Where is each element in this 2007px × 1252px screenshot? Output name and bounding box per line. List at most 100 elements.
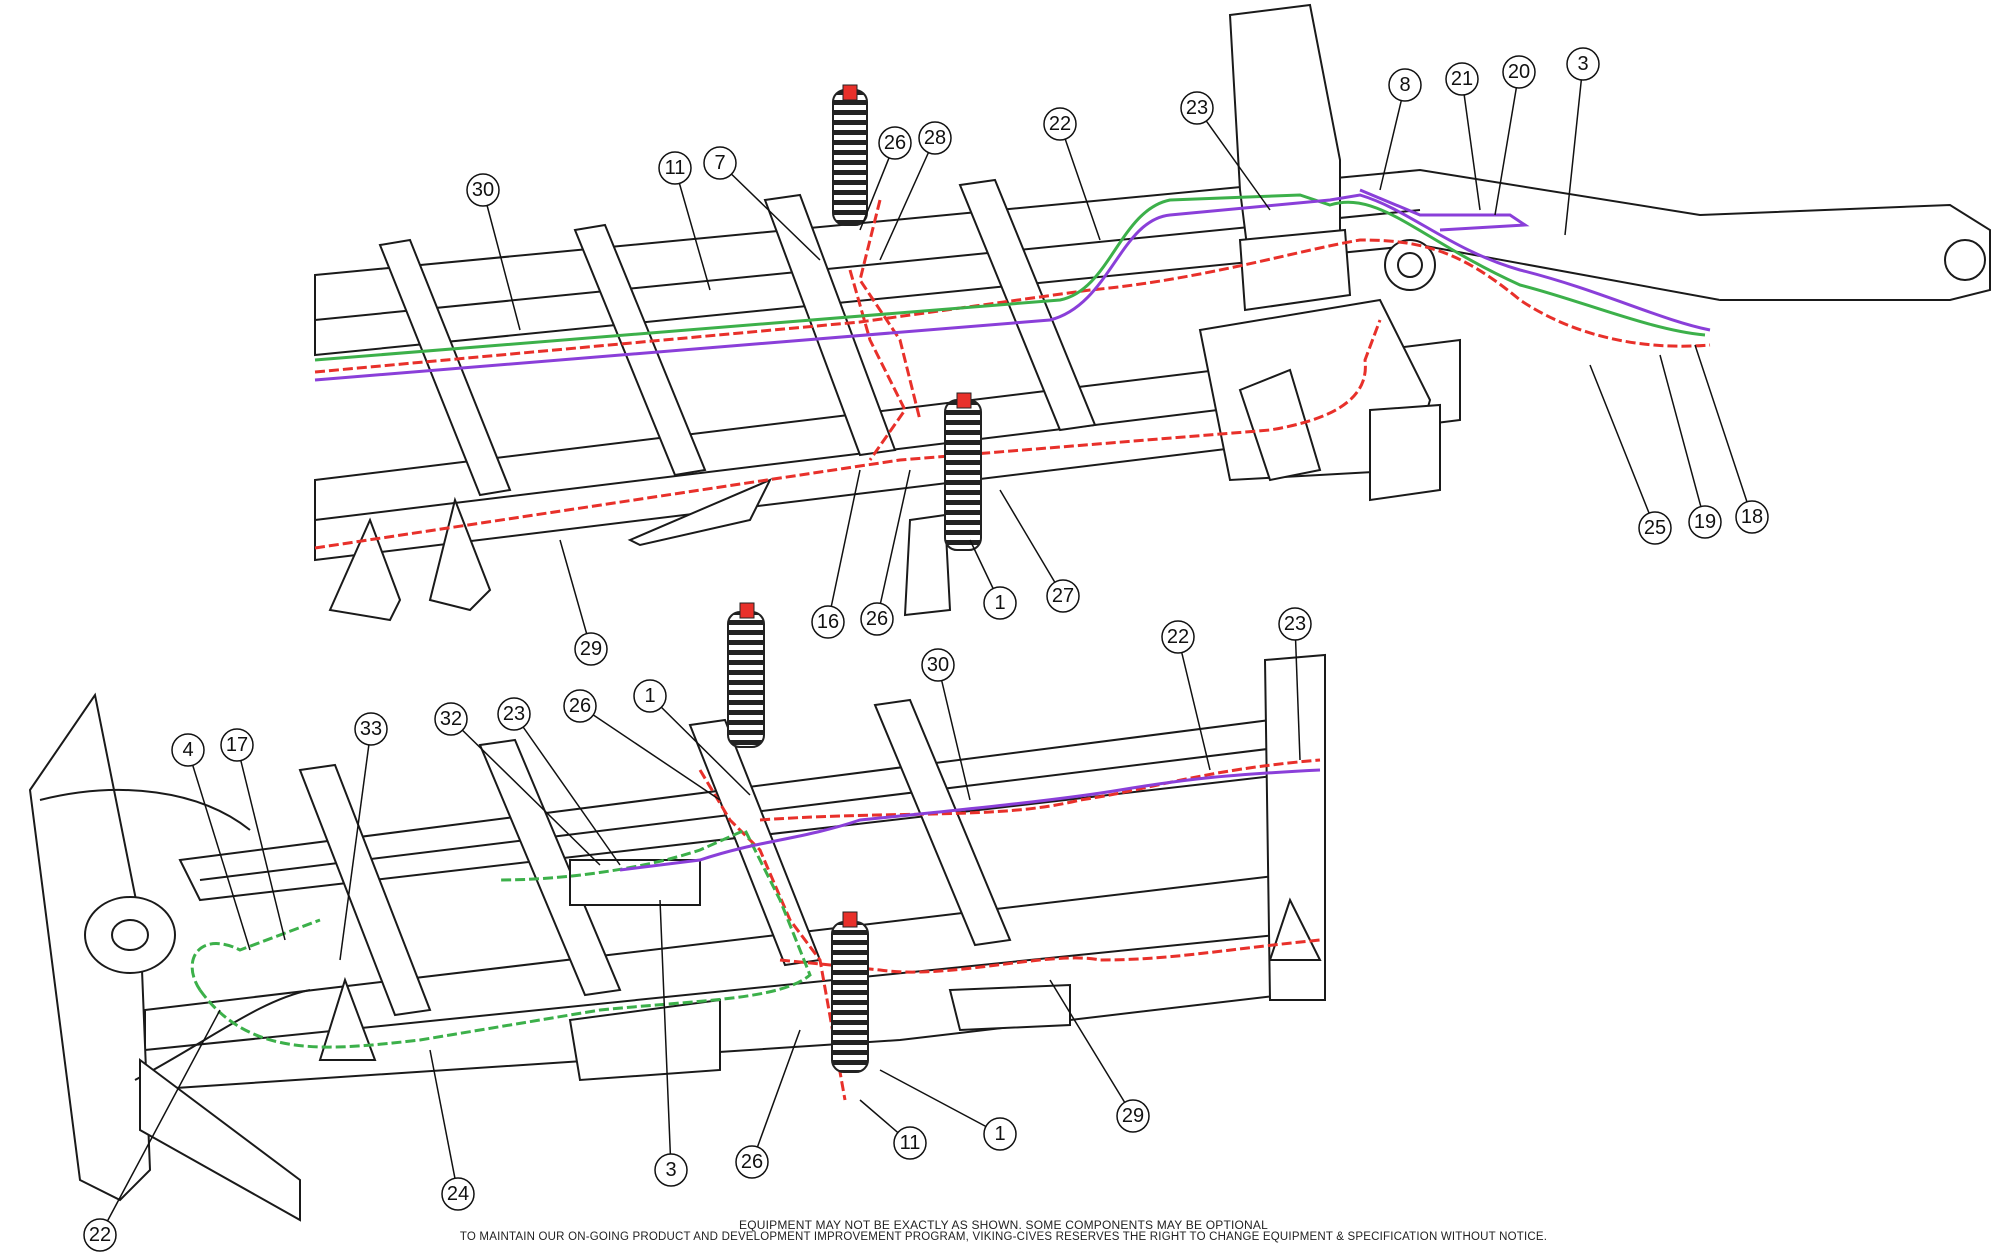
callout-circle xyxy=(441,1177,475,1211)
bottom-callout-33: 33 xyxy=(339,712,388,961)
top-crossmember-4 xyxy=(958,178,1097,432)
bottom-hose-red xyxy=(698,758,1321,1101)
callout-circle xyxy=(171,733,205,767)
leader-line xyxy=(1177,636,1211,771)
leader-line xyxy=(659,899,672,1171)
bottom-callout-1: 1 xyxy=(879,1069,1017,1151)
leader-line xyxy=(236,744,286,941)
top-callout-27: 27 xyxy=(999,489,1080,613)
callout-number: 17 xyxy=(226,734,248,756)
callout-circle xyxy=(466,173,500,207)
top-callout-1: 1 xyxy=(969,539,1017,620)
callout-number: 24 xyxy=(447,1183,469,1205)
callout-number: 23 xyxy=(503,703,525,725)
callout-number: 26 xyxy=(741,1151,763,1173)
callout-circle xyxy=(658,151,692,185)
callout-circle xyxy=(1116,1099,1150,1133)
callout-circle xyxy=(1161,620,1195,654)
callout-number: 22 xyxy=(1049,113,1071,135)
callout-circle xyxy=(1046,579,1080,613)
top-callout-28: 28 xyxy=(879,121,952,261)
leader-line xyxy=(482,189,521,331)
bottom-callout-26: 26 xyxy=(563,689,721,801)
leader-line xyxy=(999,489,1064,597)
leader-line xyxy=(879,137,936,261)
bottom-callout-29: 29 xyxy=(1049,979,1150,1133)
callout-circle xyxy=(878,126,912,160)
top-callout-26: 26 xyxy=(859,126,912,231)
top-crossmember-3 xyxy=(763,193,897,457)
footer-disclaimer-line-2: TO MAINTAIN OUR ON-GOING PRODUCT AND DEV… xyxy=(459,1231,1548,1243)
callout-number: 22 xyxy=(1167,626,1189,648)
leader-line xyxy=(1049,979,1134,1117)
top-callout-21: 21 xyxy=(1445,62,1481,211)
top-hose-green xyxy=(314,193,1706,362)
top-callout-18: 18 xyxy=(1694,344,1769,534)
callout-circle xyxy=(1388,68,1422,102)
leader-line xyxy=(879,1069,1001,1135)
callout-circle xyxy=(633,679,667,713)
callout-circle xyxy=(354,712,388,746)
leader-line xyxy=(99,1009,221,1236)
bottom-callout-24: 24 xyxy=(429,1049,475,1211)
top-tongue xyxy=(1699,203,1991,301)
bottom-callout-22: 22 xyxy=(1161,620,1211,771)
callout-circle xyxy=(1043,107,1077,141)
leader-line xyxy=(876,469,911,620)
callout-circle xyxy=(983,586,1017,620)
callout-number: 27 xyxy=(1052,585,1074,607)
callout-number: 26 xyxy=(884,132,906,154)
top-plate xyxy=(1238,228,1352,312)
leader-line xyxy=(674,167,711,291)
callout-number: 20 xyxy=(1508,61,1530,83)
callout-number: 26 xyxy=(866,608,888,630)
callout-number: 29 xyxy=(1122,1105,1144,1127)
top-callout-23: 23 xyxy=(1180,91,1271,211)
bottom-spring-rear xyxy=(727,602,765,748)
callout-number: 26 xyxy=(569,695,591,717)
callout-number: 7 xyxy=(714,152,725,174)
top-callout-22: 22 xyxy=(1043,107,1101,241)
callout-number: 23 xyxy=(1284,613,1306,635)
callout-circle xyxy=(1735,500,1769,534)
bottom-callout-22: 22 xyxy=(83,1009,221,1252)
bottom-hose-purple xyxy=(619,768,1321,872)
top-callout-8: 8 xyxy=(1379,68,1422,191)
bottom-callout-3: 3 xyxy=(654,899,688,1187)
top-hitch-bracket xyxy=(1228,3,1341,272)
bottom-crossmember-4 xyxy=(873,698,1012,947)
callout-circle xyxy=(1180,91,1214,125)
callout-number: 1 xyxy=(994,592,1005,614)
callout-number: 11 xyxy=(665,157,686,179)
bottom-spring-front xyxy=(831,911,869,1073)
leader-line xyxy=(1196,107,1271,211)
callout-circle xyxy=(1638,511,1672,545)
bottom-hose-green xyxy=(190,828,812,1049)
callout-circle xyxy=(1688,505,1722,539)
callout-circle xyxy=(1278,607,1312,641)
callout-number: 22 xyxy=(89,1224,111,1246)
bottom-callout-11: 11 xyxy=(859,1099,927,1160)
callout-circle xyxy=(860,602,894,636)
callout-number: 21 xyxy=(1451,68,1473,90)
top-spring-front xyxy=(944,392,982,551)
callout-number: 30 xyxy=(472,179,494,201)
callout-number: 18 xyxy=(1741,506,1763,528)
callout-circle xyxy=(1445,62,1479,96)
callout-circle xyxy=(497,697,531,731)
leader-line xyxy=(1494,71,1520,216)
callout-circle xyxy=(654,1153,688,1187)
bottom-callout-1: 1 xyxy=(633,679,751,796)
top-callout-26: 26 xyxy=(860,469,911,636)
top-tongue-eye xyxy=(1944,239,1986,281)
leader-line xyxy=(1589,364,1656,529)
callout-number: 16 xyxy=(817,611,839,633)
callout-circle xyxy=(1502,55,1536,89)
top-hose-purple xyxy=(314,188,1711,382)
leader-line xyxy=(579,705,721,801)
bottom-callout-26: 26 xyxy=(735,1029,801,1179)
top-callout-29: 29 xyxy=(559,539,608,666)
callout-circle xyxy=(434,702,468,736)
leader-line xyxy=(719,162,821,261)
